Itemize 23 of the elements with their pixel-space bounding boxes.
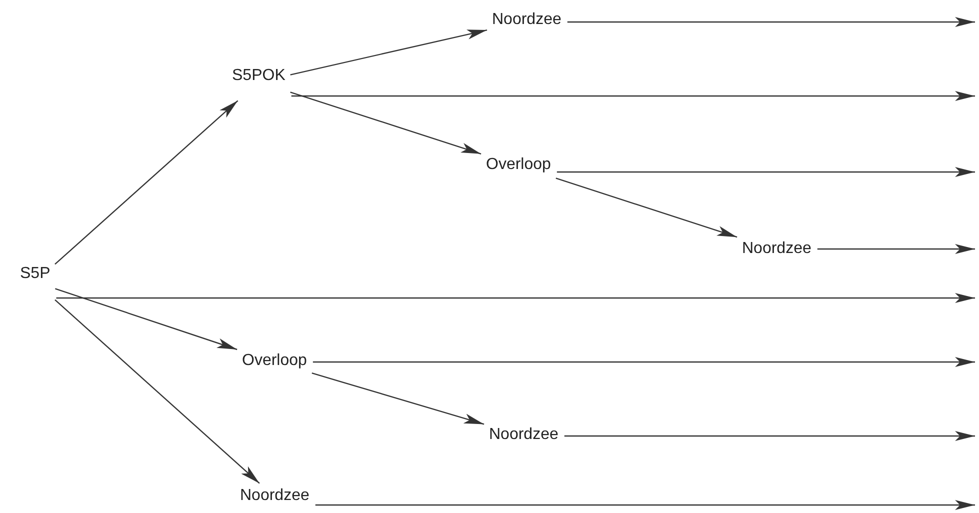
arrow	[54, 100, 238, 265]
node-label: Overloop	[241, 351, 308, 371]
arrow	[291, 91, 975, 101]
arrow	[564, 431, 975, 441]
node-label: Overloop	[485, 155, 552, 175]
arrow	[55, 288, 238, 350]
arrow	[556, 167, 975, 177]
arrow	[54, 299, 260, 484]
node-label: Noordzee	[491, 10, 562, 30]
node-label: S5POK	[231, 66, 286, 86]
arrow	[290, 29, 488, 76]
arrow	[817, 244, 975, 254]
arrow	[567, 17, 975, 27]
arrow	[312, 372, 484, 425]
arrow	[290, 92, 482, 154]
node-label: S5P	[19, 264, 52, 284]
node-label: Noordzee	[488, 425, 560, 445]
arrow	[56, 293, 975, 303]
node-label: Noordzee	[741, 239, 812, 259]
node-label: Noordzee	[239, 486, 310, 506]
arrow	[556, 178, 738, 238]
arrow	[312, 357, 975, 367]
arrow	[315, 500, 975, 510]
